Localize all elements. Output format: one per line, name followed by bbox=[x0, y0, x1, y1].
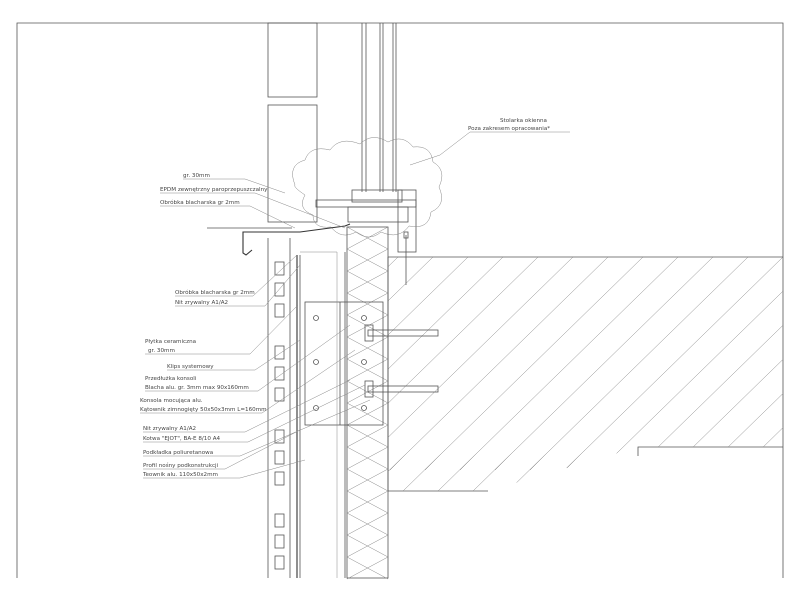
insulation-pattern bbox=[346, 270, 389, 294]
hatch-line bbox=[388, 257, 469, 491]
insulation-pattern bbox=[346, 556, 389, 580]
label-flashing-mid: Obróbka blacharska gr 2mm bbox=[175, 289, 255, 296]
cladding-cell bbox=[274, 534, 285, 549]
label-profile-spec: Teownik alu. 110x50x2mm bbox=[142, 472, 218, 478]
hatch-dash bbox=[389, 449, 411, 471]
cladding-cell bbox=[274, 366, 285, 381]
hatch-dash bbox=[669, 449, 691, 471]
label-anchor: Kotwa "EJOT", BA-E 8/10 A4 bbox=[143, 436, 221, 442]
insulation-pattern bbox=[346, 226, 389, 250]
cladding-cell bbox=[274, 303, 285, 318]
hatch-line bbox=[647, 257, 783, 491]
drawing-frame bbox=[16, 22, 784, 578]
label-window-note: Poza zakresem opracowania* bbox=[468, 126, 550, 132]
bolt-icon bbox=[361, 405, 367, 411]
bolt-icon bbox=[361, 359, 367, 365]
bracket bbox=[300, 251, 384, 578]
insulation-pattern bbox=[346, 314, 389, 338]
insulation-pattern bbox=[346, 402, 389, 426]
hatch-dash bbox=[599, 449, 621, 471]
cladding-cell bbox=[274, 450, 285, 465]
ceramic-cladding bbox=[267, 238, 301, 578]
insulation-pattern bbox=[346, 424, 389, 448]
hatch-dash bbox=[110, 450, 130, 470]
hatch-line bbox=[388, 257, 434, 491]
insulation-pattern bbox=[346, 490, 389, 514]
bolt-icon bbox=[313, 405, 319, 411]
hatch-dash bbox=[564, 449, 586, 471]
cladding-cell bbox=[274, 471, 285, 486]
bolt-icon bbox=[361, 315, 367, 321]
insulation-pattern bbox=[346, 468, 389, 492]
label-window: Stolarka okienna bbox=[500, 118, 547, 124]
hatch-line bbox=[682, 257, 783, 491]
sill-flashing bbox=[207, 223, 351, 256]
label-profile: Profil nośny podkonstrukcji bbox=[143, 462, 219, 469]
hatch-line bbox=[388, 257, 504, 491]
label-bracket-ext: Przedłużka konsoli bbox=[145, 376, 197, 382]
window-frame bbox=[315, 23, 417, 285]
insulation-pattern bbox=[346, 336, 389, 360]
hatch-line bbox=[577, 257, 783, 491]
insulation-pattern bbox=[346, 358, 389, 382]
label-rivet-bottom: Nit zrywalny A1/A2 bbox=[143, 426, 196, 432]
hatch-line bbox=[717, 257, 783, 491]
insulation-pattern bbox=[346, 446, 389, 470]
label-tile-thickness: gr. 30mm bbox=[148, 348, 175, 354]
hatch-dash bbox=[739, 449, 761, 471]
wall-anchors bbox=[364, 324, 439, 398]
hatch-line bbox=[788, 257, 800, 491]
hatch-dash bbox=[250, 450, 270, 470]
hatch-dash bbox=[459, 449, 481, 471]
mineral-wool-insulation bbox=[346, 226, 389, 580]
annotation-labels: gr. 30mm EPDM zewnętrzny paroprzepuszcza… bbox=[140, 118, 550, 478]
label-gr30: gr. 30mm bbox=[183, 173, 210, 179]
cladding-cell bbox=[274, 555, 285, 570]
insulation-pattern bbox=[346, 534, 389, 558]
hatch-line bbox=[612, 257, 783, 491]
hatch-line bbox=[388, 257, 574, 491]
insulation-pattern bbox=[346, 512, 389, 536]
bolt-icon bbox=[313, 315, 319, 321]
upper-wall-panels bbox=[267, 22, 318, 223]
label-epdm: EPDM zewnętrzny paroprzepuszczalny bbox=[160, 187, 268, 193]
revision-cloud bbox=[292, 137, 443, 238]
insulation-pattern bbox=[346, 380, 389, 404]
hatch-dash bbox=[529, 449, 551, 471]
insulation-pattern bbox=[346, 248, 389, 272]
hatch-dash bbox=[494, 449, 516, 471]
leader-lines bbox=[140, 131, 570, 479]
label-clip: Klips systemowy bbox=[167, 364, 214, 370]
hatch-line bbox=[752, 257, 783, 491]
label-washer: Podkładka poliuretanowa bbox=[143, 450, 213, 456]
cladding-cell bbox=[274, 261, 285, 276]
label-rivet-top: Nit zrywalny A1/A2 bbox=[175, 300, 228, 306]
label-bracket-ext-spec: Blacha alu. gr. 3mm max 90x160mm bbox=[145, 385, 249, 391]
label-flashing-top: Obróbka blacharska gr 2mm bbox=[160, 199, 240, 206]
label-tile: Płytka ceramiczna bbox=[145, 339, 196, 345]
hatch-dash bbox=[424, 449, 446, 471]
cladding-cell bbox=[274, 282, 285, 297]
cladding-cell bbox=[274, 513, 285, 528]
label-bracket: Konsola mocująca alu. bbox=[140, 398, 203, 404]
hatch-dash bbox=[774, 449, 783, 471]
cladding-cell bbox=[274, 345, 285, 360]
hatch-dash bbox=[704, 449, 726, 471]
insulation-pattern bbox=[346, 292, 389, 316]
label-bracket-spec: Kątownik zimnogięty 50x50x3mm L=160mm bbox=[140, 407, 267, 413]
hatch-dash bbox=[285, 450, 305, 470]
cladding-cell bbox=[274, 429, 285, 444]
bolt-icon bbox=[313, 359, 319, 365]
hatch-line bbox=[388, 257, 539, 491]
